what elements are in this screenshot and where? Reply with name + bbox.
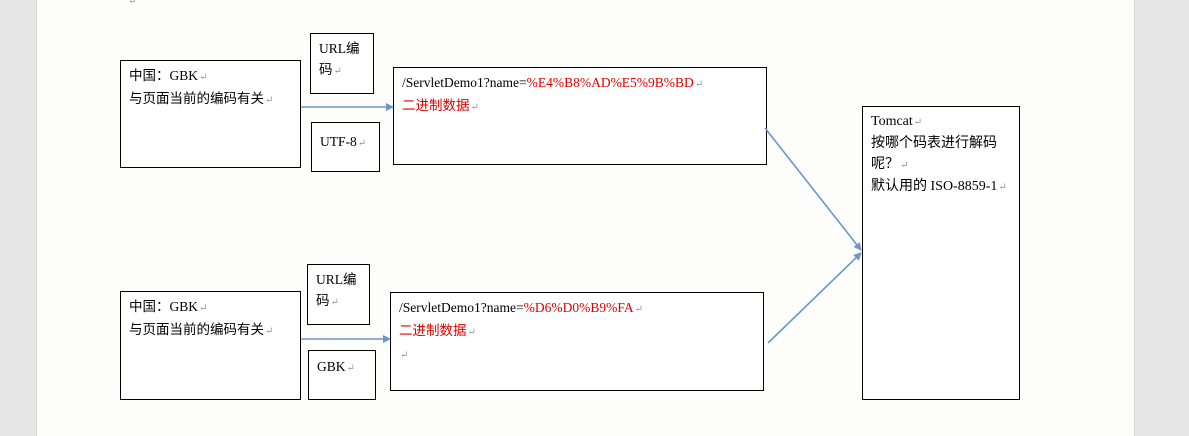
bottom-url-encoded: %D6%D0%B9%FA — [523, 300, 634, 315]
top-charset-label: UTF-8 — [320, 134, 357, 149]
top-url-encode-box: URL编 码↵ — [310, 33, 374, 94]
bottom-request-box: /ServletDemo1?name=%D6%D0%B9%FA↵ 二进制数据↵ … — [390, 292, 764, 391]
top-url-encoded: %E4%B8%AD%E5%9B%BD — [526, 75, 694, 90]
empty-paragraph-mark: ↵ — [400, 350, 409, 361]
top-url-encode-line1: URL编 — [319, 41, 360, 56]
tomcat-question-line1: 按哪个码表进行解码 — [871, 136, 997, 151]
bottom-url-encode-line2: 码 — [316, 293, 330, 308]
bottom-url-encode-box: URL编 码↵ — [307, 264, 370, 325]
tomcat-question-line2: 呢？ — [871, 157, 899, 172]
top-source-line1: 中国：GBK — [129, 68, 199, 83]
top-binary-label: 二进制数据 — [402, 98, 470, 113]
bottom-binary-label: 二进制数据 — [399, 323, 467, 338]
bottom-charset-label: GBK — [317, 359, 346, 374]
bottom-source-box: 中国：GBK↵ 与页面当前的编码有关↵ — [120, 291, 301, 400]
tomcat-default-line: 默认用的 ISO-8859-1 — [871, 179, 998, 194]
bottom-source-line1: 中国：GBK — [129, 299, 199, 314]
bottom-source-line2: 与页面当前的编码有关 — [129, 322, 264, 337]
top-url-prefix: /ServletDemo1?name= — [402, 75, 527, 90]
top-url-encode-line2: 码 — [319, 62, 333, 77]
bottom-url-encode-line1: URL编 — [316, 272, 357, 287]
top-request-box: /ServletDemo1?name=%E4%B8%AD%E5%9B%BD↵ 二… — [393, 67, 767, 165]
top-source-box: 中国：GBK↵ 与页面当前的编码有关↵ — [120, 60, 301, 168]
top-source-line2: 与页面当前的编码有关 — [129, 91, 264, 106]
paragraph-mark: ↵ — [128, 0, 137, 7]
bottom-charset-box: GBK↵ — [308, 350, 376, 400]
bottom-url-prefix: /ServletDemo1?name= — [399, 300, 524, 315]
tomcat-title: Tomcat — [871, 114, 913, 129]
top-charset-box: UTF-8↵ — [311, 122, 380, 172]
tomcat-box: Tomcat↵ 按哪个码表进行解码 呢？↵ 默认用的 ISO-8859-1↵ — [862, 106, 1020, 400]
